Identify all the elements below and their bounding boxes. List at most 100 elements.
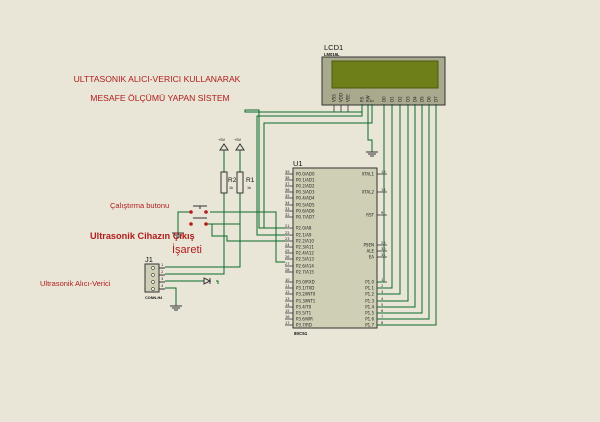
j1-pin-2: [151, 273, 155, 277]
mcu-pin-name: P1.5: [365, 311, 374, 316]
mcu-pin-name: P2.0/A8: [296, 226, 312, 231]
lcd-pin-label: VEE: [346, 94, 351, 102]
power-supply-1: +5V: [218, 137, 229, 151]
wire-rw: [256, 112, 363, 236]
mcu-pin-name: P3.5/T1: [296, 311, 312, 316]
wire-j1-pin4: [165, 287, 177, 306]
diode-arrow: [203, 277, 212, 285]
r2-ref: R2: [228, 177, 237, 184]
mcu-pin-number: 32: [285, 213, 290, 217]
echo-switch[interactable]: [189, 217, 208, 226]
mcu-pin-number: 6: [381, 309, 384, 313]
mcu-pin-name: P3.0/RXD: [296, 280, 315, 285]
mcu-pin-name: P3.4/T0: [296, 305, 312, 310]
mcu-ref: U1: [293, 159, 303, 168]
j1-pin-num-4: 4: [161, 284, 164, 288]
mcu-pin-name: P0.2/AD2: [296, 184, 315, 189]
wire-j1-gnd2: [216, 280, 219, 284]
r2-body: [220, 171, 228, 194]
power-supply-2: +5V: [234, 137, 245, 151]
j1-pin-1: [151, 266, 155, 270]
resistor-r2[interactable]: R2 1k: [220, 150, 237, 194]
wire-j1-pin2: [165, 212, 225, 275]
mcu-pin-number: 33: [285, 207, 290, 211]
mcu-pin-name: P3.3/INT1: [296, 299, 316, 304]
mcu-pin-name: P1.7: [365, 323, 374, 328]
lcd-pin-label: D1: [390, 96, 395, 102]
mcu-pin-number: 12: [285, 290, 290, 294]
lcd-model: LM016L: [324, 52, 340, 57]
mcu-pin-name: RST: [366, 213, 374, 218]
vcc-label-1: +5V: [218, 137, 226, 142]
mcu-pin-number: 37: [285, 182, 290, 186]
r1-body: [236, 171, 244, 194]
mcu-pin-name: XTAL2: [362, 190, 375, 195]
wires: [165, 104, 437, 326]
mcu-pin-name: P3.6/WR: [296, 317, 313, 322]
mcu-pin-number: 4: [381, 297, 384, 301]
j1-pin-num-1: 1: [161, 263, 163, 267]
mcu-pin-name: P0.7/AD7: [296, 215, 315, 220]
mcu-pin-name: P0.4/AD4: [296, 196, 315, 201]
mcu-pin-name: P3.7/RD: [296, 323, 312, 328]
lcd-pin-label: RS: [360, 96, 365, 102]
mcu-pin-number: 15: [285, 309, 290, 313]
echo-output-label: Ultrasonik Cihazın Çıkış: [90, 231, 195, 241]
connector-j1[interactable]: J1 1 2 3 4 CONN-H4: [144, 255, 165, 300]
mcu-pin-number: 26: [285, 255, 290, 259]
mcu-pin-number: 23: [285, 237, 290, 241]
mcu-pin-number: 39: [285, 170, 290, 174]
j1-pin-4: [151, 287, 155, 291]
mcu-pin-name: P2.6/A14: [296, 264, 314, 269]
mcu-pin-number: 7: [381, 315, 383, 319]
mcu-pin-name: P0.6/AD6: [296, 209, 315, 214]
mcu-pin-name: P2.2/A10: [296, 239, 314, 244]
mcu-pin-name: EA: [369, 255, 375, 260]
wire-e: [263, 104, 373, 228]
mcu-pin-name: ALE: [367, 249, 375, 254]
wire-r1-node: [212, 193, 241, 225]
r1-ref: R1: [246, 177, 255, 184]
wire-d5: [377, 104, 423, 314]
power-arrow-icon: [235, 143, 245, 151]
wire-d2: [377, 104, 401, 295]
mcu-pin-name: P1.2: [365, 292, 374, 297]
mcu-pin-number: 13: [285, 297, 290, 301]
switch-contact-left: [189, 222, 193, 226]
j1-model: CONN-H4: [145, 296, 163, 300]
mcu-pin-name: P0.5/AD5: [296, 203, 315, 208]
resistor-r1[interactable]: R1 1k: [236, 150, 255, 194]
mcu-pin-number: 22: [285, 231, 290, 235]
lcd-pin-label: D6: [427, 96, 432, 102]
mcu-pin-name: P0.1/AD1: [296, 178, 315, 183]
lcd-pin-label: D4: [413, 96, 418, 102]
mcu-pin-number: 38: [285, 176, 290, 180]
echo-output-label-2: İşareti: [172, 243, 202, 256]
lcd-pin-label: RW: [366, 95, 371, 102]
lcd-screen: [331, 60, 439, 89]
sensor-label: Ultrasonik Alıcı-Verici: [40, 279, 111, 288]
mcu-pin-name: P1.4: [365, 305, 374, 310]
mcu-pin-number: 2: [381, 284, 383, 288]
mcu-pin-number: 10: [285, 278, 290, 282]
mcu-pin-name: P1.1: [365, 286, 374, 291]
wire-d4: [377, 104, 416, 308]
j1-ref: J1: [145, 255, 153, 264]
mcu-model: 80C51: [294, 331, 308, 336]
power-arrow-icon: [219, 143, 229, 151]
wire-button-gnd: [177, 211, 190, 233]
ground-j1: [170, 305, 182, 311]
mcu-pin-name: P1.0: [365, 280, 374, 285]
mcu-pin-number: 21: [285, 224, 290, 228]
start-push-button[interactable]: [189, 205, 208, 214]
j1-body: [144, 263, 160, 293]
mcu-pin-name: P2.4/A12: [296, 251, 314, 256]
button-contact-left: [189, 210, 193, 214]
mcu-pin-name: PSEN: [364, 243, 374, 248]
title-line-2: MESAFE ÖLÇÜMÜ YAPAN SİSTEM: [90, 93, 229, 103]
j1-pin-3: [151, 280, 155, 284]
diode-icon: [203, 277, 212, 285]
mcu-pin-name: P2.3/A11: [296, 245, 314, 250]
